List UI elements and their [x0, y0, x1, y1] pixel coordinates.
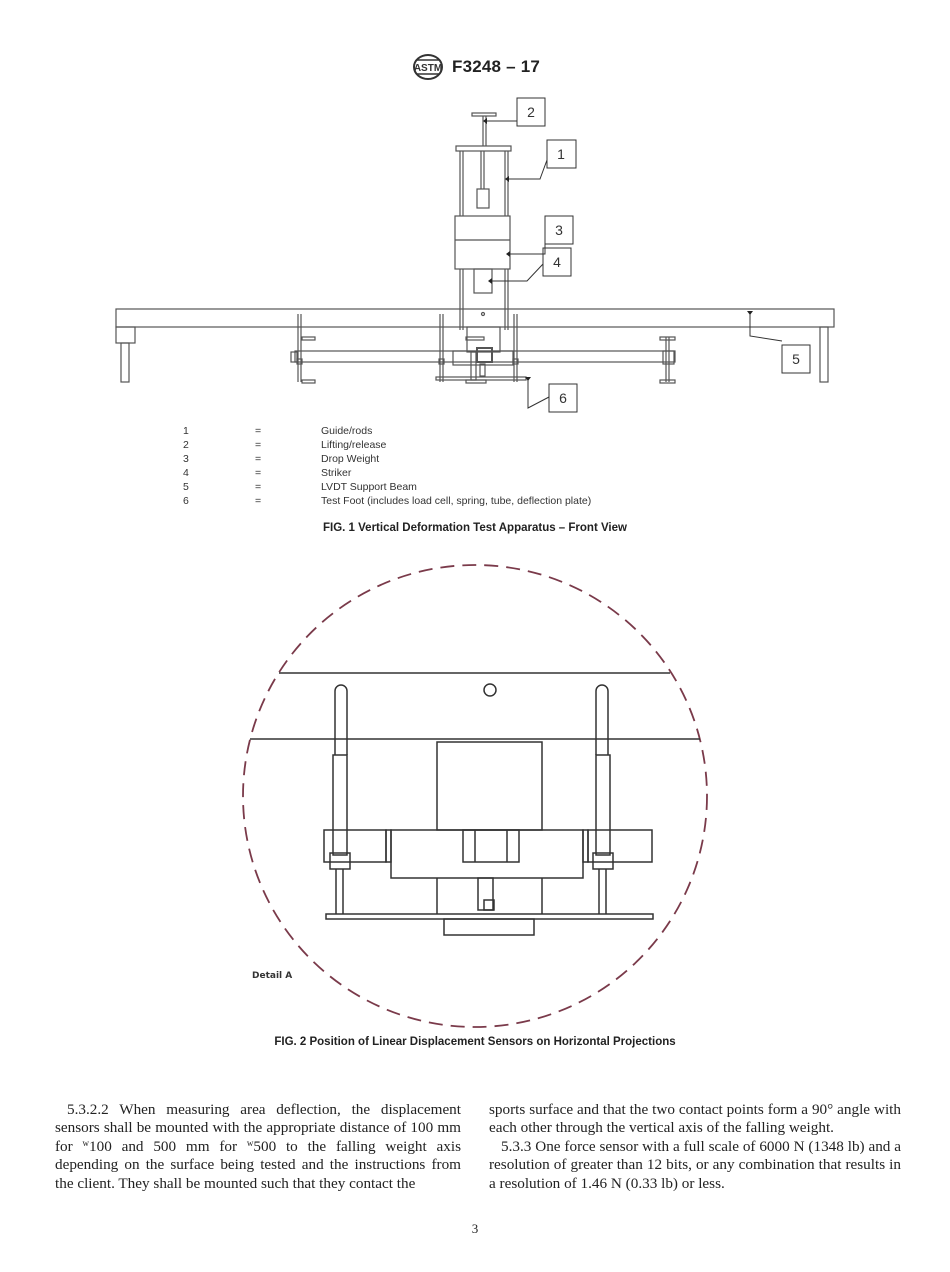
- legend-row: 4 = Striker: [183, 467, 352, 479]
- page-number: 3: [471, 1221, 479, 1236]
- legend-row: 2 = Lifting/release: [183, 439, 387, 451]
- figure-1-legend: 1 = Guide/rods 2 = Lifting/release 3 = D…: [183, 424, 591, 508]
- legend-row: 1 = Guide/rods: [183, 425, 373, 437]
- body-column-right: sports surface and that the two contact …: [489, 1101, 901, 1193]
- callout-1: 1: [557, 146, 565, 162]
- callout-3: 3: [555, 222, 563, 238]
- page-header: ASTM F3248 – 17: [0, 52, 950, 87]
- detail-circle: [242, 564, 708, 1028]
- standard-id: F3248 – 17: [451, 57, 540, 76]
- figure-2-caption: FIG. 2 Position of Linear Displacement S…: [274, 1036, 676, 1048]
- astm-logo-icon: ASTM: [412, 54, 443, 80]
- callout-2: 2: [527, 104, 535, 120]
- detail-a-label: Detail A: [252, 971, 293, 981]
- legend-row: 6 = Test Foot (includes load cell, sprin…: [183, 495, 592, 507]
- callout-5: 5: [792, 351, 800, 367]
- callout-4: 4: [553, 254, 561, 270]
- legend-row: 3 = Drop Weight: [183, 453, 380, 465]
- svg-text:ASTM: ASTM: [414, 63, 442, 74]
- paragraph-5-3-2-2: 5.3.2.2 When measuring area deflection, …: [55, 1101, 461, 1192]
- callout-6: 6: [559, 390, 567, 406]
- body-column-left: 5.3.2.2 When measuring area deflection, …: [55, 1101, 461, 1193]
- legend-row: 5 = LVDT Support Beam: [183, 481, 417, 493]
- paragraph-continuation: sports surface and that the two contact …: [489, 1101, 901, 1137]
- figure-1-drawing: 2 1 3 4 5 6: [115, 97, 835, 413]
- paragraph-5-3-3: 5.3.3 One force sensor with a full scale…: [489, 1137, 901, 1192]
- figure-2-drawing: [242, 564, 708, 1028]
- figure-1-caption: FIG. 1 Vertical Deformation Test Apparat…: [323, 522, 627, 534]
